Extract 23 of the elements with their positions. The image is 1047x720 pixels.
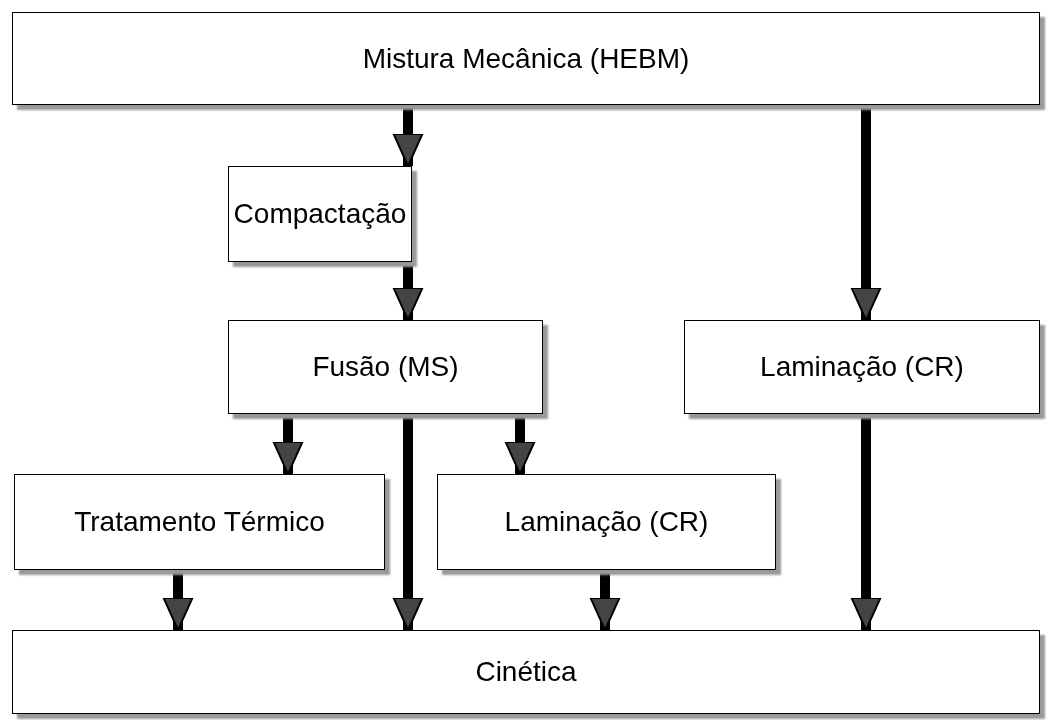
arrow xyxy=(850,105,882,321)
arrow xyxy=(162,570,194,631)
box-label: Laminação (CR) xyxy=(760,351,964,383)
process-box xyxy=(228,320,543,414)
arrow xyxy=(589,570,621,631)
arrow xyxy=(272,414,304,475)
process-box xyxy=(12,12,1040,105)
arrow xyxy=(392,105,424,167)
process-box xyxy=(437,474,776,570)
process-box xyxy=(684,320,1040,414)
box-label: Tratamento Térmico xyxy=(74,506,325,538)
box-label: Laminação (CR) xyxy=(504,506,709,538)
process-box xyxy=(228,166,412,262)
box-label: Cinética xyxy=(475,656,577,688)
box-label: Fusão (MS) xyxy=(312,351,459,383)
process-box xyxy=(14,474,385,570)
box-label: Compactação xyxy=(233,198,407,230)
arrow xyxy=(504,414,536,475)
arrow xyxy=(392,414,424,631)
arrow xyxy=(392,262,424,321)
box-label: Mistura Mecânica (HEBM) xyxy=(362,42,690,75)
arrow xyxy=(850,414,882,631)
process-box xyxy=(12,630,1040,714)
